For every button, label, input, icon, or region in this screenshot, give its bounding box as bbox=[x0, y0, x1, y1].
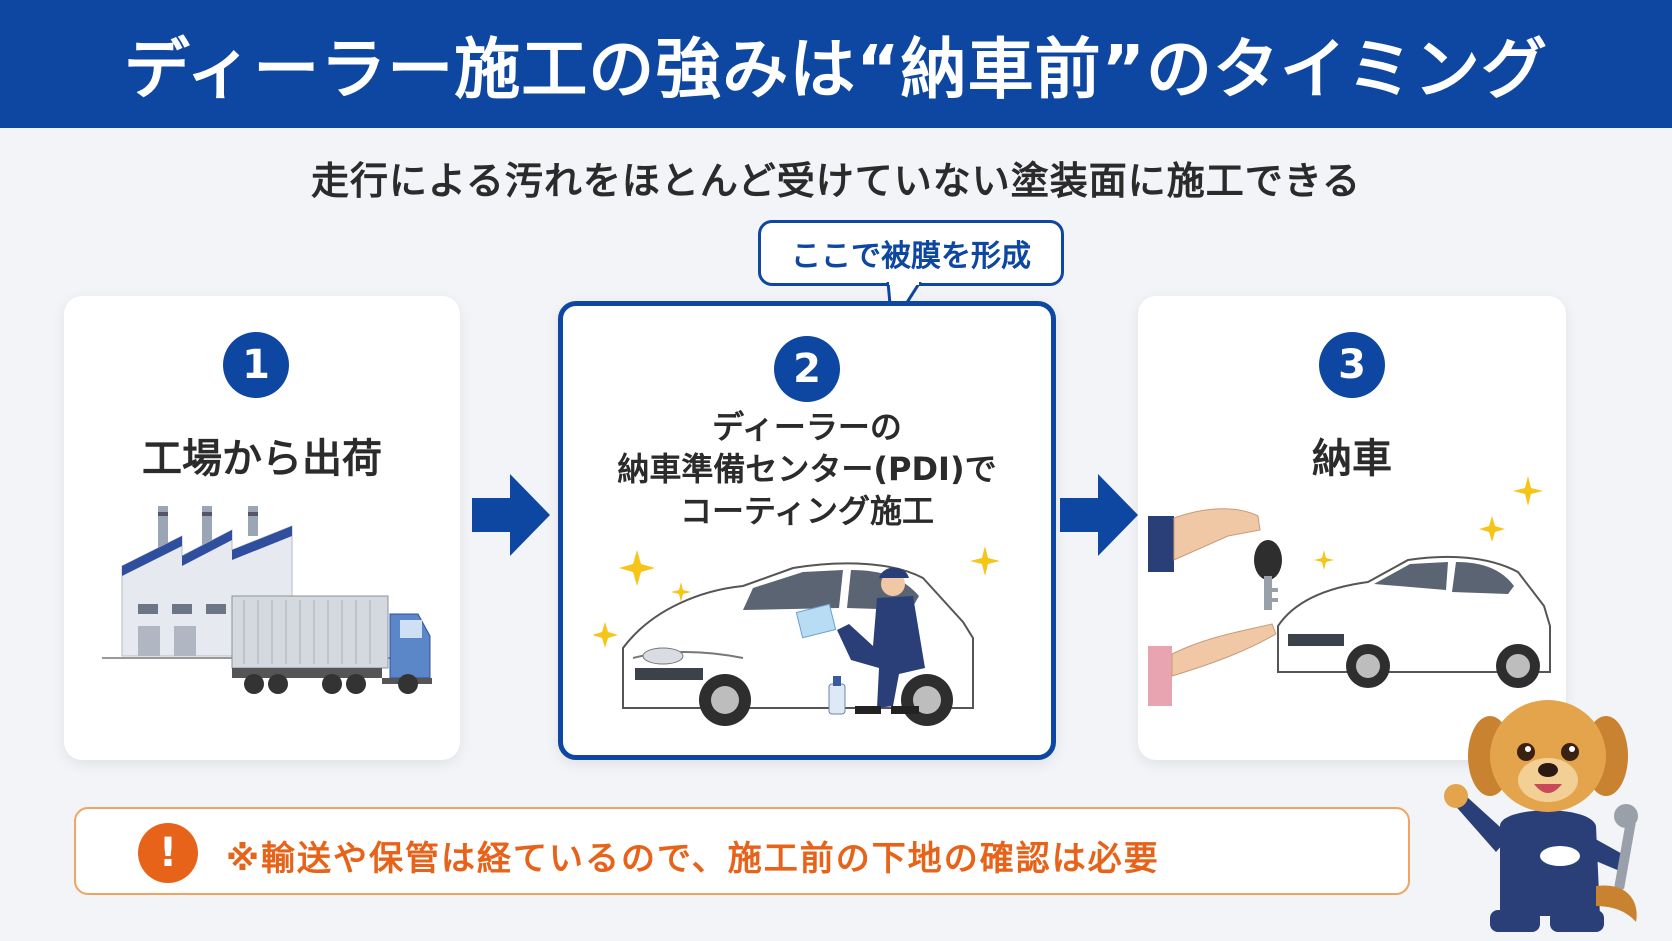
dog-mascot-illustration bbox=[1444, 700, 1638, 932]
subtitle: 走行による汚れをほとんど受けていない塗装面に施工できる bbox=[311, 159, 1361, 203]
step-title: ディーラーの 納車準備センター(PDI)で コーティング施工 bbox=[563, 406, 1051, 532]
caution-text: ※輸送や保管は経ているので、施工前の下地の確認は必要 bbox=[226, 839, 1160, 879]
arrow-right-icon bbox=[1060, 474, 1138, 556]
car-coating-illustration bbox=[593, 546, 1000, 726]
step-number-badge: 3 bbox=[1319, 332, 1385, 398]
exclamation-icon: ! bbox=[138, 823, 198, 883]
arrow-right-icon bbox=[472, 474, 550, 556]
step-title-line: 納車準備センター(PDI)で bbox=[617, 450, 997, 488]
step-title: 納車 bbox=[1312, 436, 1392, 482]
key-handover-car-illustration bbox=[1148, 476, 1551, 706]
factory-truck-illustration bbox=[102, 506, 432, 694]
step-title-line: ディーラーの bbox=[712, 408, 902, 446]
step-card-factory: 1 工場から出荷 bbox=[64, 296, 460, 760]
header-banner: ディーラー施工の強みは“納車前”のタイミング bbox=[0, 0, 1672, 128]
step-number-badge: 1 bbox=[223, 332, 289, 398]
step-card-delivery: 3 納車 bbox=[1138, 296, 1566, 760]
step-number-badge: 2 bbox=[774, 336, 840, 402]
page-title: ディーラー施工の強みは“納車前”のタイミング bbox=[123, 31, 1549, 108]
caution-note: ! ※輸送や保管は経ているので、施工前の下地の確認は必要 bbox=[74, 807, 1410, 895]
step-title: 工場から出荷 bbox=[142, 436, 382, 482]
step-title-line: コーティング施工 bbox=[679, 492, 935, 530]
callout-bubble: ここで被膜を形成 bbox=[758, 220, 1064, 286]
step-card-coating: 2 ディーラーの 納車準備センター(PDI)で コーティング施工 bbox=[558, 301, 1056, 760]
